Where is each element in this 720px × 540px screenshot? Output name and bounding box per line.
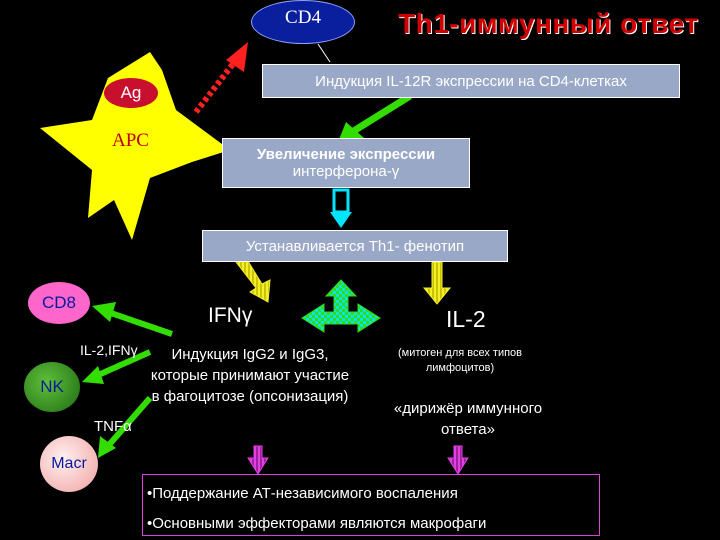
cd4-cell: CD4: [251, 0, 355, 44]
green-arrow-to-cd8: [92, 302, 173, 337]
cyan-arrow-ifn-to-th1: [330, 188, 352, 228]
yellow-arrow-th1-to-il2: [422, 261, 452, 305]
il12r-text: Индукция IL-12R экспрессии на CD4-клетка…: [315, 72, 627, 90]
yellow-arrow-th1-to-ifn: [235, 257, 271, 303]
ag-label: Ag: [120, 83, 142, 102]
macr-label: Macr: [51, 455, 87, 472]
checkered-triple-arrow: [301, 279, 381, 333]
cd4-connector-line: [317, 43, 331, 63]
bullet-item-1: •Поддержание АТ-независимого воспаления: [147, 485, 458, 502]
magenta-arrow-left: [247, 445, 269, 475]
tnf-label: TNFα: [94, 418, 132, 435]
red-dotted-arrow: [193, 42, 248, 114]
ifn-expression-line1: Увеличение экспрессии: [256, 146, 436, 163]
il2-quote: «дирижёр иммунного ответа»: [393, 400, 543, 438]
green-arrow-to-nk: [82, 349, 152, 384]
ifn-expression-box: Увеличение экспрессии интерферона-γ: [222, 138, 470, 188]
green-arrow-il12r-to-ifn: [338, 93, 412, 142]
page-title: Th1-иммунный ответ: [398, 8, 699, 39]
il2-label: IL-2: [446, 306, 486, 332]
cd8-cell: CD8: [28, 282, 90, 324]
bullet-item-2: •Основными эффекторами являются макрофаг…: [147, 515, 487, 532]
cd8-label: CD8: [41, 293, 76, 312]
nk-cell: NK: [24, 362, 80, 412]
green-arrow-to-macr: [98, 396, 153, 458]
apc-label: APC: [112, 130, 149, 151]
magenta-arrow-right: [447, 445, 469, 475]
macr-cell: Macr: [40, 436, 98, 492]
ifn-gamma-label: IFNγ: [208, 304, 253, 327]
th1-phenotype-box: Устанавливается Th1- фенотип: [202, 230, 508, 262]
th1-phenotype-text: Устанавливается Th1- фенотип: [245, 237, 465, 255]
ifn-expression-line2: интерферона-γ: [292, 163, 400, 180]
nk-label: NK: [40, 377, 64, 396]
ag-antigen: Ag: [104, 78, 158, 108]
il2-description: (митоген для всех типов лимфоцитов): [397, 347, 523, 374]
il2-ifn-label: IL-2,IFNγ: [80, 342, 138, 358]
apc-cell-shape: [40, 52, 230, 240]
ifn-description: Индукция IgG2 и IgG3, которые принимают …: [150, 346, 350, 405]
bullet-box: •Поддержание АТ-независимого воспаления …: [142, 474, 600, 536]
il12r-box: Индукция IL-12R экспрессии на CD4-клетка…: [262, 64, 680, 98]
